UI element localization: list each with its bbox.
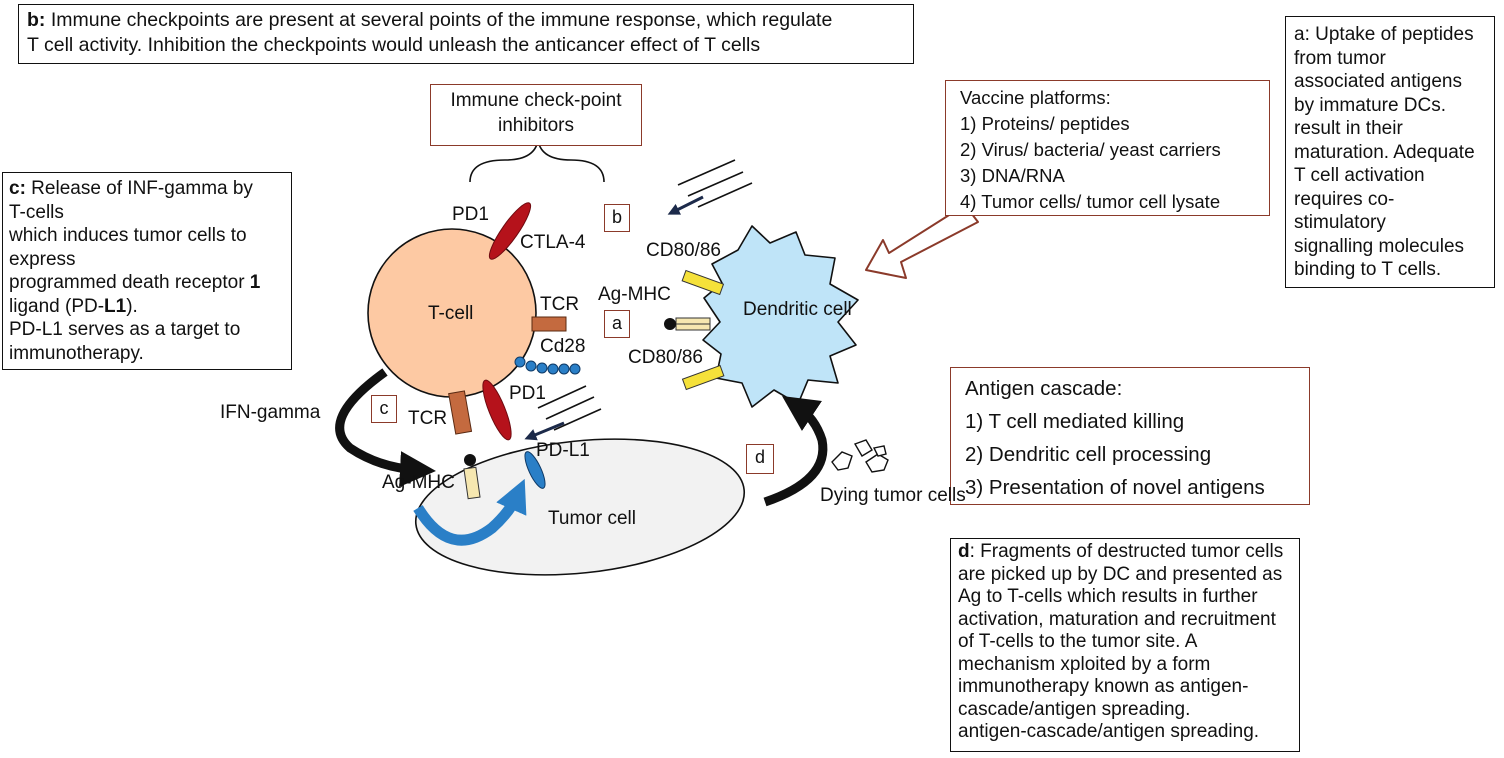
vaccine-item: 4) Tumor cells/ tumor cell lysate: [960, 191, 1221, 212]
drug-lines-bottom: [537, 385, 602, 431]
cd28-label: Cd28: [540, 336, 586, 357]
cd80-label-bottom: CD80/86: [628, 347, 703, 368]
drug-lines-top: [677, 159, 753, 208]
marker-c: c: [371, 395, 397, 423]
cascade-item: 3) Presentation of novel antigens: [965, 476, 1265, 499]
vaccine-item: 1) Proteins/ peptides: [960, 113, 1130, 134]
tcr-receptor-bottom: [448, 390, 473, 435]
t-cell-label: T-cell: [428, 303, 474, 324]
tumor-cell-label: Tumor cell: [548, 508, 636, 529]
cd80-label-top: CD80/86: [646, 240, 721, 261]
pd1-receptor-bottom: [482, 379, 512, 441]
marker-a: a: [604, 310, 630, 338]
pd1-label-bottom: PD1: [509, 383, 546, 404]
marker-b: b: [604, 204, 630, 232]
pd1-label-top: PD1: [452, 204, 489, 225]
vaccine-title: Vaccine platforms:: [960, 87, 1111, 108]
tumor-fragment-icon: [831, 439, 889, 473]
ifn-gamma-label: IFN-gamma: [220, 402, 321, 423]
dying-tumor-cells-label: Dying tumor cells: [820, 485, 966, 506]
cd28-beads: [514, 356, 581, 375]
cascade-item: 2) Dendritic cell processing: [965, 443, 1212, 466]
ag-mhc-tumor: [463, 466, 481, 500]
tumor-cell: [414, 438, 746, 576]
ctla4-label: CTLA-4: [520, 232, 586, 253]
ag-mhc-label-dc: Ag-MHC: [598, 284, 671, 305]
cascade-title: Antigen cascade:: [965, 377, 1123, 400]
drug-arrow-top-icon: [667, 195, 704, 215]
antigen-cascade-box: Antigen cascade: 1) T cell mediated kill…: [950, 367, 1310, 505]
marker-d: d: [746, 444, 774, 474]
antigen-cascade-arrow-icon: [763, 396, 828, 507]
vaccine-delivery-arrow-icon: [865, 204, 979, 279]
pdl1-induction-arrow-icon: [413, 478, 527, 546]
box-c-ifn-release: c: Release of INF-gamma by T-cells which…: [2, 172, 292, 370]
tcr-label-right: TCR: [540, 294, 580, 315]
dendritic-cell: [702, 225, 859, 408]
tcr-label-bottom: TCR: [408, 408, 448, 429]
ag-dot-dc: [664, 318, 676, 330]
pdl1-receptor: [524, 451, 546, 489]
pdl1-label: PD-L1: [536, 440, 590, 461]
drug-arrow-bottom-icon: [524, 421, 565, 441]
box-b-checkpoints: b: Immune checkpoints are present at sev…: [18, 4, 914, 64]
tcr-receptor-right: [531, 316, 567, 332]
vaccine-item: 2) Virus/ bacteria/ yeast carriers: [960, 139, 1221, 160]
pd1-ctla4-receptor: [488, 202, 532, 260]
ag-dot-tumor: [464, 454, 476, 466]
cascade-item: 1) T cell mediated killing: [965, 410, 1185, 433]
box-a-uptake: a: Uptake of peptides from tumor associa…: [1285, 16, 1495, 288]
vaccine-platforms-box: Vaccine platforms: 1) Proteins/ peptides…: [945, 80, 1270, 216]
cd80-86-top: [681, 269, 725, 296]
ifn-gamma-arrow-icon: [335, 368, 436, 488]
box-d-fragments: d: Fragments of destructed tumor cells a…: [950, 538, 1300, 752]
cd80-86-bottom: [681, 364, 725, 391]
dendritic-cell-label: Dendritic cell: [743, 299, 852, 320]
brace-icon: [469, 139, 605, 183]
inhibitors-box: Immune check-point inhibitors: [430, 84, 642, 146]
vaccine-item: 3) DNA/RNA: [960, 165, 1065, 186]
ag-mhc-label-tumor: Ag-MHC: [382, 472, 455, 493]
